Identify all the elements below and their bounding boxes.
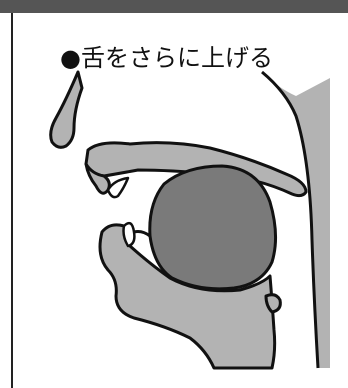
lower-tooth bbox=[124, 223, 135, 246]
tongue bbox=[150, 166, 276, 289]
tongue-tip bbox=[134, 232, 150, 237]
upper-tooth bbox=[108, 178, 128, 197]
epiglottis bbox=[266, 295, 280, 312]
nose-outline bbox=[51, 72, 82, 147]
